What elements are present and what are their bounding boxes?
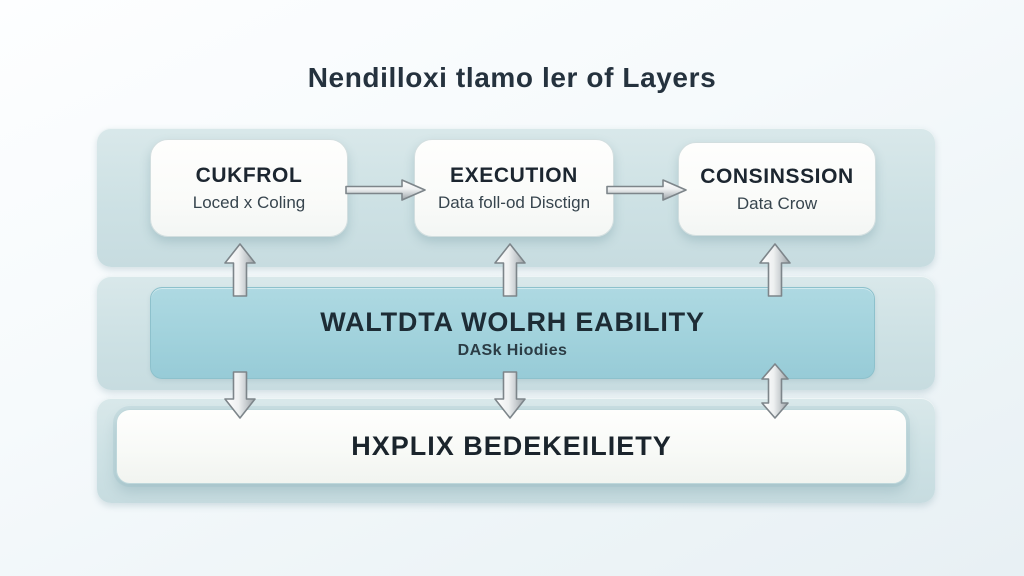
consinssion-card: CONSINSSION Data Crow: [678, 142, 876, 236]
consinssion-card-subtitle: Data Crow: [736, 193, 818, 213]
down-arrow-icon: [224, 371, 256, 419]
bottom-layer-title: HXPLIX BEDEKEILIETY: [351, 431, 672, 461]
double-vertical-arrow-icon: [761, 363, 789, 419]
control-card: CUKFROL Loced x Coling: [150, 139, 348, 237]
up-arrow-icon: [224, 243, 256, 297]
control-card-title: CUKFROL: [195, 163, 303, 187]
execution-card-subtitle: Data foll-od Disctign: [437, 192, 591, 212]
middle-layer-subtitle: DASk Hiodies: [457, 341, 568, 359]
middle-layer-title: WALTDTA WOLRH EABILITY: [320, 306, 705, 337]
page-title: Nendilloxi tlamo ler of Layers: [307, 62, 717, 93]
control-card-subtitle: Loced x Coling: [192, 192, 306, 212]
consinssion-card-title: CONSINSSION: [700, 164, 854, 188]
middle-layer-panel: WALTDTA WOLRH EABILITY DASk Hiodies: [150, 287, 875, 379]
bottom-layer-bar: HXPLIX BEDEKEILIETY: [116, 409, 907, 484]
right-arrow-icon: [345, 179, 426, 201]
bottom-layer-band: HXPLIX BEDEKEILIETY: [97, 398, 935, 503]
up-arrow-icon: [759, 243, 791, 297]
execution-card: EXECUTION Data foll-od Disctign: [414, 139, 614, 237]
top-layer-band: CUKFROL Loced x Coling EXECUTION Data fo…: [97, 128, 935, 267]
down-arrow-icon: [494, 371, 526, 419]
right-arrow-icon: [606, 179, 687, 201]
up-arrow-icon: [494, 243, 526, 297]
execution-card-title: EXECUTION: [450, 163, 578, 187]
